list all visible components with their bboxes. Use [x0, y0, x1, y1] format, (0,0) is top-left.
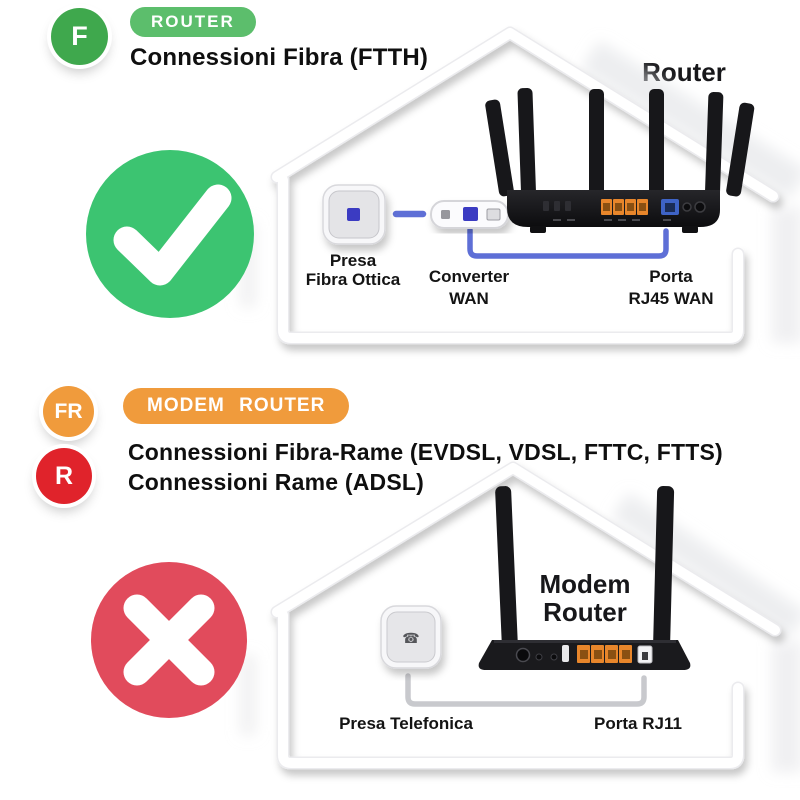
- modem-router-pill: MODEM ROUTER: [123, 388, 350, 424]
- wan-port: [661, 199, 679, 215]
- lan-ports: [601, 199, 648, 215]
- fibra-rame-heading: Connessioni Fibra-Rame (EVDSL, VDSL, FTT…: [128, 439, 723, 465]
- converter-label-line1: Converter: [428, 267, 510, 286]
- router-device: [485, 87, 755, 233]
- lan-ports: [577, 645, 632, 663]
- ftth-badge: F: [51, 8, 108, 65]
- modem-device-label-line2: Router: [543, 597, 627, 627]
- fiber-socket-label-line2: Fibra Ottica: [305, 270, 401, 289]
- rame-heading: Connessioni Rame (ADSL): [128, 469, 424, 495]
- phone-icon: ☎: [402, 630, 419, 646]
- fiber-socket: [322, 184, 386, 245]
- rj11-port: [637, 645, 653, 664]
- fibra-rame-badge: FR: [43, 386, 94, 437]
- rame-badge: R: [36, 448, 92, 504]
- modem-device-label-line1: Modem: [539, 569, 631, 599]
- phone-cable: [405, 673, 647, 707]
- ftth-heading: Connessioni Fibra (FTTH): [130, 44, 429, 71]
- telephone-socket-label: Presa Telefonica: [339, 714, 473, 733]
- check-icon: [86, 150, 254, 318]
- house-outline-dsl: [277, 468, 775, 763]
- router-pill: ROUTER: [130, 7, 256, 37]
- modem-router-device: [478, 486, 691, 670]
- converter-label-line2: WAN: [449, 289, 489, 308]
- fiber-cable: [392, 210, 669, 259]
- rj11-port-label: Porta RJ11: [594, 714, 682, 733]
- rj45-port-label-line1: Porta: [649, 267, 693, 286]
- x-icon: [91, 562, 247, 718]
- fiber-socket-label-line1: Presa: [329, 251, 377, 270]
- background-shading: [240, 40, 800, 772]
- rj45-port-label-line2: RJ45 WAN: [628, 289, 714, 308]
- wan-converter: [430, 200, 509, 229]
- telephone-socket: ☎: [380, 605, 442, 669]
